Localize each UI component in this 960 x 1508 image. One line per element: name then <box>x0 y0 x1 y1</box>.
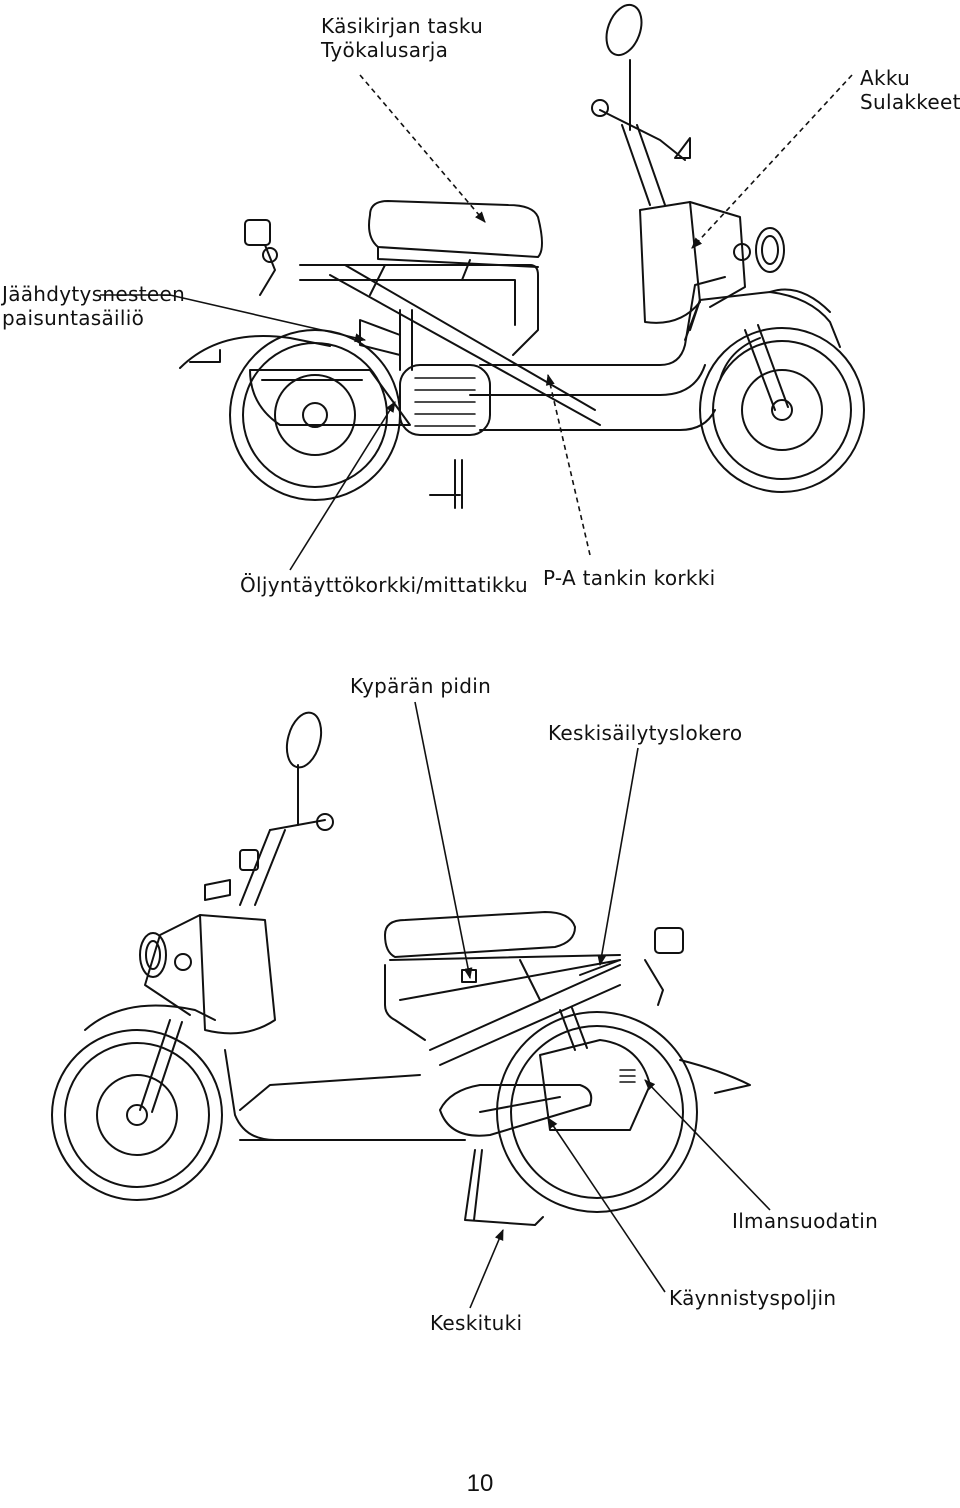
top-leaders <box>100 74 853 571</box>
leader-center-storage <box>597 747 639 967</box>
label-battery-fuses: Akku Sulakkeet <box>860 66 960 114</box>
leader-coolant <box>100 294 367 343</box>
label-manual-pocket: Käsikirjan tasku <box>321 14 484 38</box>
label-kick-starter: Käynnistyspoljin <box>669 1286 837 1310</box>
label-coolant-reservoir: Jäähdytysnesteen paisuntasäiliö <box>2 282 185 330</box>
leader-center-stand <box>469 1228 504 1309</box>
bottom-leaders <box>414 701 771 1309</box>
label-center-stand: Keskituki <box>430 1311 523 1335</box>
label-battery: Akku <box>860 66 911 90</box>
leader-kick-starter <box>547 1117 666 1293</box>
bottom-front-wheel <box>51 1029 223 1201</box>
top-rear-wheel <box>229 329 401 501</box>
leader-air-cleaner <box>644 1079 771 1211</box>
page-number: 10 <box>466 1470 494 1497</box>
leader-manual-pocket <box>359 74 486 223</box>
label-oil-filler: Öljyntäyttökorkki/mittatikku <box>240 573 529 597</box>
label-air-cleaner: Ilmansuodatin <box>732 1209 879 1233</box>
label-fuel-cap: P-A tankin korkki <box>543 566 716 590</box>
label-helmet-holder: Kypärän pidin <box>350 674 492 698</box>
leader-oil-filler <box>289 401 396 571</box>
bottom-rear-wheel <box>496 1011 698 1213</box>
label-coolant-line2: paisuntasäiliö <box>2 306 145 330</box>
label-tool-kit: Työkalusarja <box>321 38 449 62</box>
label-coolant-line1: Jäähdytysnesteen <box>2 282 186 306</box>
leader-battery <box>691 74 853 249</box>
leader-fuel-cap <box>545 373 591 556</box>
top-front-wheel <box>699 327 865 493</box>
top-scooter-illustration <box>179 3 865 509</box>
label-center-storage: Keskisäilytyslokero <box>548 721 743 745</box>
label-manual-pocket-toolkit: Käsikirjan tasku Työkalusarja <box>321 14 483 62</box>
bottom-scooter-illustration <box>51 711 751 1226</box>
leader-helmet-holder <box>414 701 473 980</box>
label-fuses: Sulakkeet <box>860 90 960 114</box>
